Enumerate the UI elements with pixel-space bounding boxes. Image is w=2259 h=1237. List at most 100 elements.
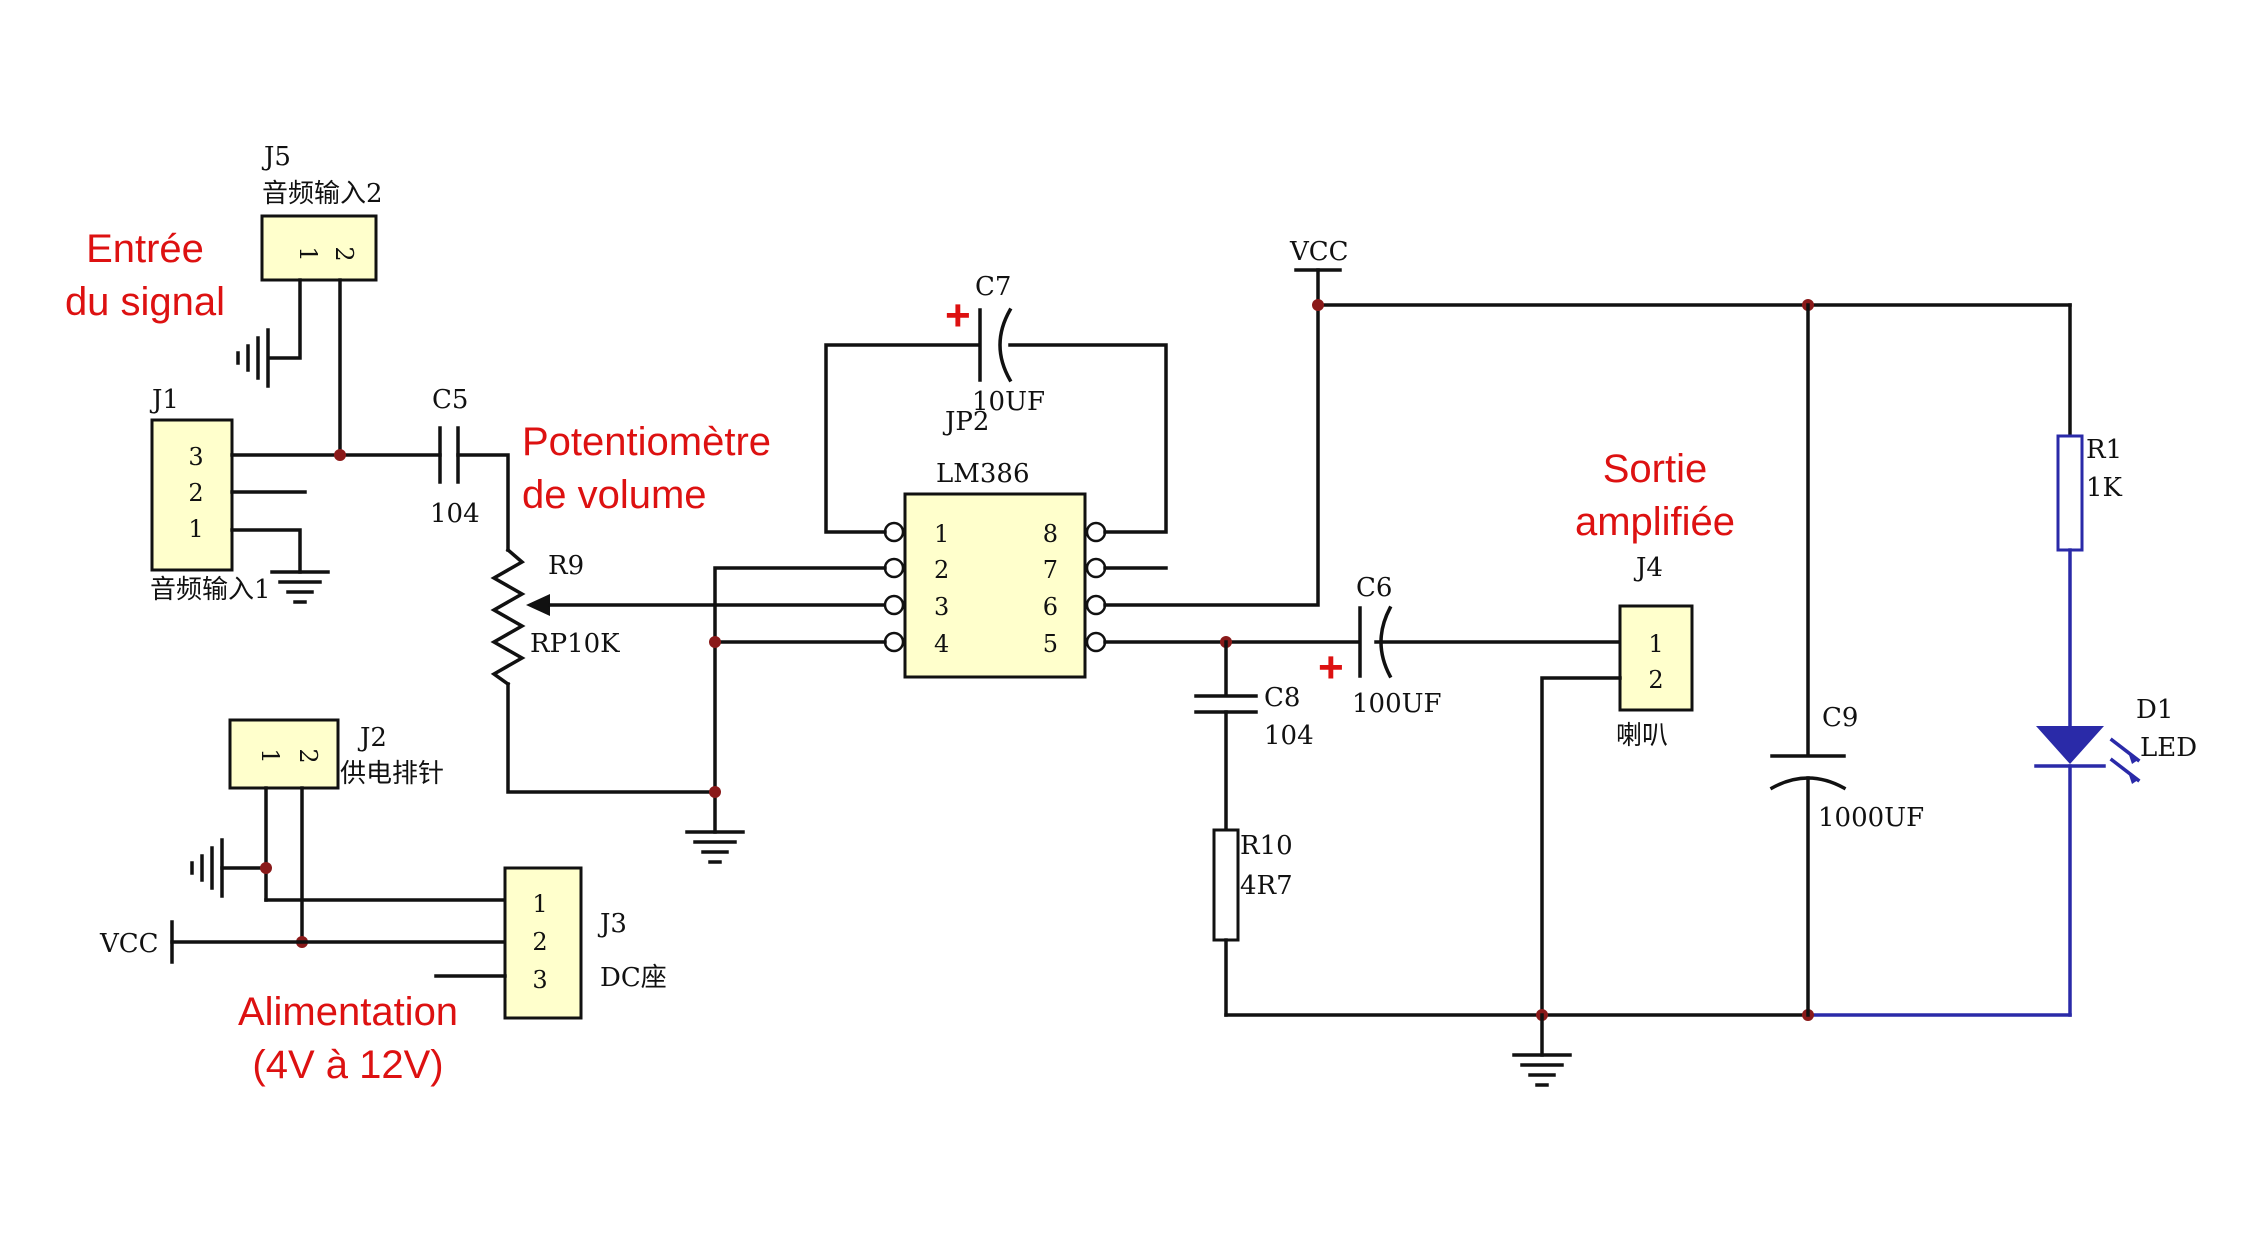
- j4-pin2-label: 2: [1648, 666, 1663, 694]
- j4-ground-wire: [1540, 676, 1622, 1017]
- ground-junction-2: [709, 786, 721, 798]
- jp2-part: LM386: [936, 459, 1030, 489]
- c6-value: 100UF: [1352, 689, 1442, 719]
- c7-ref: C7: [975, 272, 1011, 302]
- lm386-chip: JP2 LM386 1 2 3 4 8 7 6 5: [883, 407, 1107, 679]
- j1-ref: J1: [149, 385, 179, 415]
- gain-loop-right-wire: [1008, 343, 1168, 534]
- j1-ground-wire: [230, 528, 302, 574]
- j3-pin1-label: 1: [532, 890, 547, 918]
- input-junction: [334, 449, 346, 461]
- j3-body: [503, 866, 583, 1020]
- lm386-pin8-label: 8: [1043, 520, 1058, 548]
- j2-ground-wire: [220, 786, 268, 870]
- lm386-pin6-label: 6: [1043, 593, 1058, 621]
- r9-potentiometer: R9 RP10K: [490, 547, 620, 687]
- j5-ground-wire: [268, 278, 302, 360]
- vcc-left-label: VCC: [99, 929, 159, 959]
- r10-value: 4R7: [1240, 871, 1293, 901]
- gain-loop-left-wire: [824, 343, 980, 534]
- annotation-pot-line1: Potentiomètre: [522, 420, 771, 464]
- j2-pin2-label: 2: [294, 748, 322, 763]
- annotation-output-line2: amplifiée: [1575, 500, 1735, 544]
- j1-ground-symbol: [270, 570, 330, 604]
- main-ground-symbol: [685, 830, 745, 864]
- c8-capacitor: C8 104: [1194, 683, 1314, 751]
- d1-ref: D1: [2136, 695, 2173, 725]
- r1-ref: R1: [2086, 435, 2122, 465]
- output-ground-symbol: [1512, 1053, 1572, 1087]
- lm386-pin5-label: 5: [1043, 630, 1058, 658]
- annotation-input-line1: Entrée: [86, 227, 204, 271]
- c5-capacitor: C5 104: [430, 385, 480, 529]
- j1-pin3-label: 3: [188, 443, 203, 471]
- r9-ref: R9: [548, 551, 584, 581]
- pin2-ground-wire: [713, 566, 887, 834]
- annotation-output-line1: Sortie: [1603, 447, 1708, 491]
- c7-capacitor: + C7 10UF: [945, 272, 1045, 417]
- j1-desc: 音频输入1: [150, 575, 271, 605]
- c5-ref: C5: [432, 385, 468, 415]
- j1-body: [150, 418, 234, 572]
- r9-wiper-arrow: [526, 594, 550, 616]
- j1-pin2-label: 2: [188, 479, 203, 507]
- j2-connector: 1 2 J2 供电排针: [228, 718, 444, 790]
- lm386-pin7-label: 7: [1043, 556, 1058, 584]
- c9-value: 1000UF: [1818, 803, 1924, 833]
- r1-value: 1K: [2086, 473, 2123, 503]
- lm386-pin4-label: 4: [934, 630, 949, 658]
- j1-pin1-label: 1: [188, 515, 203, 543]
- c8-value: 104: [1264, 721, 1314, 751]
- jp2-ref: JP2: [942, 407, 989, 437]
- j2-ground-junction: [260, 862, 272, 874]
- lm386-pin1-label: 1: [934, 520, 949, 548]
- j3-pin2-label: 2: [532, 928, 547, 956]
- j1-connector: 3 2 1 J1 音频输入1: [149, 385, 271, 605]
- c6-capacitor: + C6 100UF: [1318, 573, 1442, 719]
- vcc-junction: [1312, 299, 1324, 311]
- j4-speaker-connector: 1 2 J4 喇叭: [1616, 553, 1694, 751]
- c7-plus: +: [945, 291, 971, 340]
- c6-ref: C6: [1356, 573, 1392, 603]
- c5-to-pot-wire: [456, 453, 510, 552]
- j5-body: [260, 214, 378, 282]
- led-triangle: [2036, 726, 2104, 764]
- r10-ref: R10: [1240, 831, 1293, 861]
- annotation-input-line2: du signal: [65, 280, 225, 324]
- j2-ref: J2: [357, 723, 387, 753]
- r9-zigzag: [490, 547, 526, 687]
- c5-value: 104: [430, 499, 480, 529]
- c6-plus: +: [1318, 643, 1344, 692]
- r9-value: RP10K: [530, 629, 620, 659]
- j2-ground-symbol: [190, 838, 224, 898]
- lm386-pin2-label: 2: [934, 556, 949, 584]
- d1-value: LED: [2140, 733, 2197, 763]
- lm386-pin3-label: 3: [934, 593, 949, 621]
- j3-dc-connector: 1 2 3 J3 DC座: [503, 866, 667, 1020]
- ground-junction-1: [709, 636, 721, 648]
- pot-bottom-wire: [506, 682, 717, 794]
- j5-connector: 1 2 J5 音频输入2: [260, 142, 383, 282]
- pin6-to-vcc-wire: [1103, 268, 1320, 607]
- j2-desc: 供电排针: [340, 759, 444, 789]
- j4-desc: 喇叭: [1616, 721, 1668, 751]
- annotation-power-line1: Alimentation: [238, 990, 458, 1034]
- j3-desc: DC座: [600, 963, 667, 993]
- r10-resistor: R10 4R7: [1212, 828, 1293, 942]
- j2-pin1-label: 1: [256, 748, 284, 763]
- annotation-power-line2: (4V à 12V): [252, 1043, 443, 1087]
- vcc-top-label: VCC: [1289, 237, 1349, 267]
- c9-ref: C9: [1822, 703, 1858, 733]
- c9-capacitor: C9 1000UF: [1769, 703, 1924, 833]
- c8-ref: C8: [1264, 683, 1300, 713]
- c7-value: 10UF: [972, 387, 1045, 417]
- j5-pin1-label: 1: [294, 246, 322, 261]
- j3-ref: J3: [597, 909, 627, 939]
- lm386-body: [903, 492, 1087, 679]
- j5-pin2-label: 2: [330, 246, 358, 261]
- j4-body: [1618, 604, 1694, 712]
- j5-ref: J5: [261, 142, 291, 172]
- annotation-pot-line2: de volume: [522, 473, 707, 517]
- d1-led: D1 LED: [2034, 695, 2197, 784]
